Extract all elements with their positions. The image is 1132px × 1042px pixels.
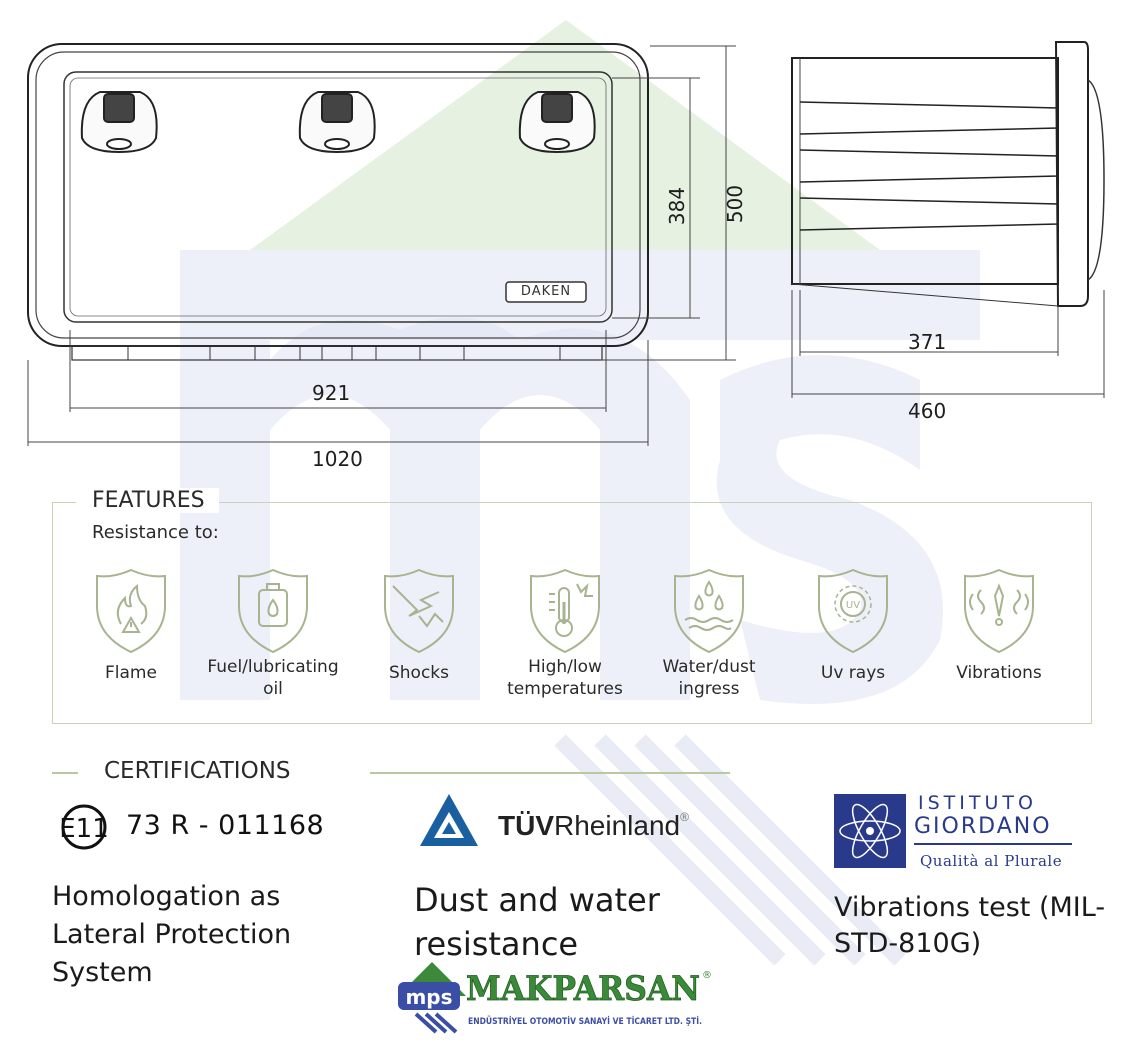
- cert-description: Dust and water resistance: [414, 881, 660, 963]
- feature-flame: Flame: [56, 566, 206, 684]
- divider: [52, 772, 78, 774]
- feature-label: Uv rays: [820, 663, 886, 683]
- thermometer-icon: [530, 568, 600, 654]
- front-view-drawing: [27, 43, 736, 446]
- svg-text:UV: UV: [846, 600, 860, 611]
- features-subtitle: Resistance to:: [92, 522, 219, 543]
- giordano-logo-line2: GIORDANO: [914, 814, 1052, 839]
- fuel-can-icon: [238, 568, 308, 654]
- homologation-code: 73 R - 011168: [126, 810, 325, 841]
- tuv-triangle-icon: [420, 794, 478, 846]
- feature-label: Water/dust ingress: [662, 657, 756, 699]
- feature-label: High/low temperatures: [507, 657, 623, 699]
- feature-uv-rays: UV Uv rays: [778, 566, 928, 684]
- dim-inner-width: 921: [312, 381, 351, 405]
- feature-water-dust: Water/dust ingress: [634, 566, 784, 700]
- feature-label: Vibrations: [956, 663, 1042, 683]
- dim-outer-depth: 460: [908, 399, 947, 423]
- svg-text:MAKPARSAN: MAKPARSAN: [466, 969, 700, 1009]
- vibration-icon: [964, 568, 1034, 654]
- shock-icon: [384, 568, 454, 654]
- feature-temperatures: High/low temperatures: [490, 566, 640, 700]
- divider: [370, 772, 730, 774]
- makparsan-logo: mps MAKPARSAN ® ENDÜSTRİYEL OTOMOTİV SAN…: [398, 962, 712, 1034]
- cert-description: Homologation as Lateral Protection Syste…: [52, 881, 292, 988]
- brand-plate-label: DAKEN: [520, 284, 572, 299]
- e-mark-icon: E11: [59, 804, 109, 850]
- feature-label: Flame: [105, 663, 157, 683]
- features-title: FEATURES: [92, 488, 205, 513]
- uv-sun-icon: UV: [818, 568, 888, 654]
- dim-outer-width: 1020: [312, 447, 363, 471]
- dim-inner-depth: 371: [908, 330, 947, 354]
- certifications-title: CERTIFICATIONS: [104, 758, 291, 784]
- side-view-drawing: [791, 41, 1105, 398]
- atom-icon: [834, 794, 906, 868]
- svg-text:ENDÜSTRİYEL OTOMOTİV SANAYİ VE: ENDÜSTRİYEL OTOMOTİV SANAYİ VE TİCARET L…: [468, 1016, 702, 1027]
- feature-shocks: Shocks: [344, 566, 494, 684]
- svg-text:E11: E11: [59, 814, 109, 844]
- tuv-rheinland-logo: TÜVRheinland®: [498, 810, 689, 841]
- water-drops-icon: [674, 568, 744, 654]
- feature-label: Fuel/lubricating oil: [207, 657, 339, 699]
- cert-description: Vibrations test (MIL-STD-810G): [834, 892, 1106, 959]
- giordano-tagline: Qualità al Plurale: [920, 852, 1063, 870]
- flame-icon: [96, 568, 166, 654]
- feature-label: Shocks: [388, 663, 449, 683]
- giordano-logo-line1: ISTITUTO: [918, 792, 1037, 814]
- feature-fuel-oil: Fuel/lubricating oil: [198, 566, 348, 700]
- svg-text:mps: mps: [405, 985, 452, 1009]
- features-panel: [52, 502, 1092, 724]
- svg-text:®: ®: [702, 970, 712, 981]
- feature-vibrations: Vibrations: [924, 566, 1074, 684]
- divider: [914, 843, 1072, 845]
